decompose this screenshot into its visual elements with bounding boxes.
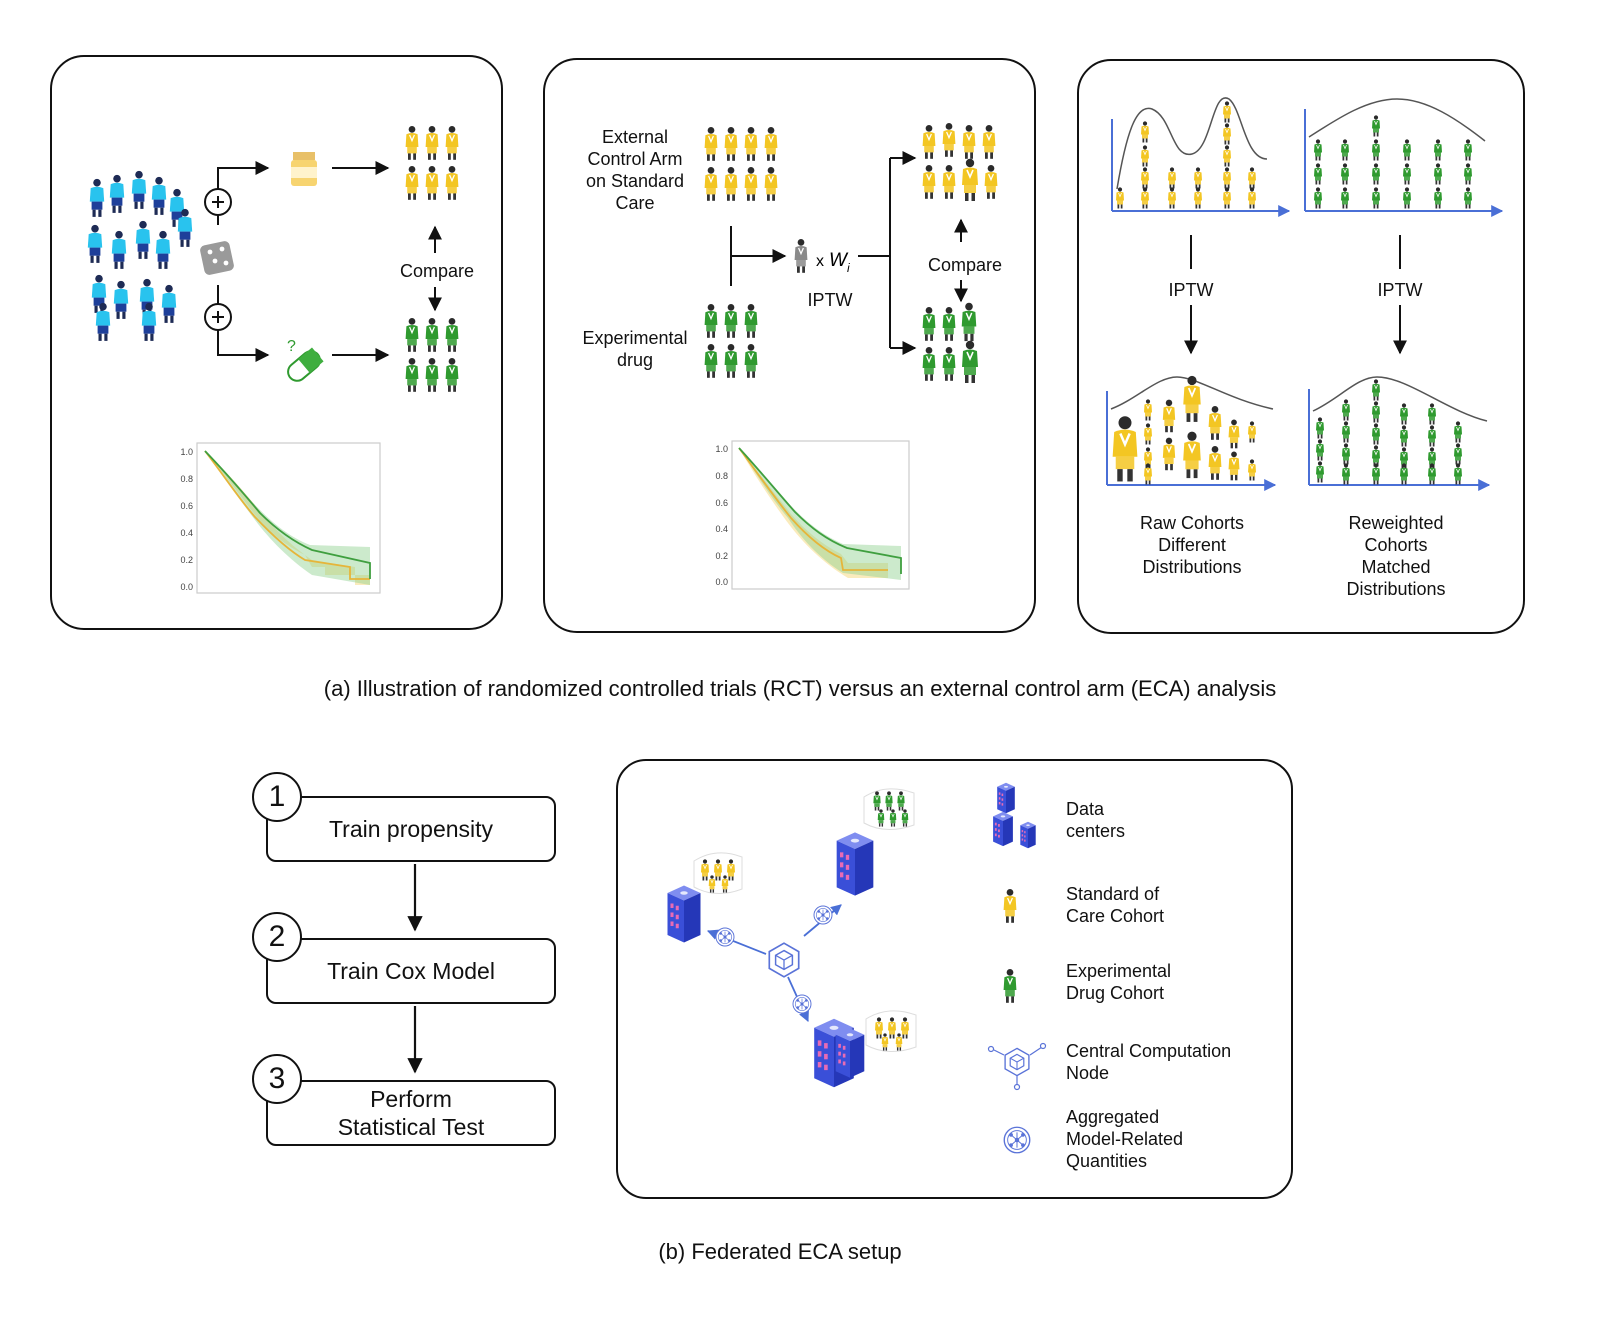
- legend-exp-cohort: Experimental Drug Cohort: [1066, 961, 1172, 1003]
- step-number-2: 2: [252, 912, 302, 962]
- iptw-label-left: IPTW: [1168, 280, 1214, 300]
- compare-label-rct: Compare: [399, 261, 475, 281]
- raw-cohorts-label: Raw Cohorts Different Distributions: [1139, 513, 1245, 577]
- step-number: 2: [268, 920, 286, 953]
- panel-distributions: [1077, 59, 1525, 634]
- plus-icon: [204, 188, 232, 216]
- km-tick-label: 0.8: [180, 474, 193, 484]
- caption-a: (a) Illustration of randomized controlle…: [323, 676, 1277, 701]
- data-center-icon: [997, 782, 1015, 814]
- legend-aggregated: Aggregated Model-Related Quantities: [1066, 1107, 1184, 1171]
- eca-label: External Control Arm on Standard Care: [585, 127, 685, 213]
- eca-diagram: x W i 1.0 0.8 0.6 0.4 0.2 0.0: [703, 122, 999, 590]
- capsule-icon: ?: [287, 338, 324, 382]
- central-node-icon: [1004, 1047, 1030, 1077]
- svg-text:?: ?: [287, 338, 296, 355]
- plus-icon: [204, 303, 232, 331]
- pill-bottle-icon: [291, 152, 317, 186]
- aggregated-quantities-icon: [715, 927, 735, 947]
- experimental-drug-label: Experimental drug: [582, 328, 688, 370]
- soc-group: [404, 125, 460, 201]
- cohort-bubble-exp: [863, 788, 915, 830]
- data-center-icon: [1020, 821, 1036, 849]
- weight-i-label: i: [847, 261, 850, 275]
- data-center-icon: [835, 1028, 865, 1078]
- aggregated-quantities-icon: [1003, 1126, 1031, 1154]
- exp-group: [404, 317, 460, 393]
- aggregated-quantities-icon: [792, 994, 812, 1014]
- cohort-bubble-soc-1: [693, 852, 743, 894]
- km-ticks-eca: 1.0 0.8 0.6 0.4 0.2 0.0: [715, 444, 728, 587]
- km-tick-label: 0.8: [715, 471, 728, 481]
- panel-federated: [616, 759, 1293, 1199]
- reweighted-soc-distribution: [1106, 375, 1277, 491]
- step-train-cox-model: Train Cox Model: [266, 938, 556, 1004]
- legend-soc-cohort: Standard of Care Cohort: [1066, 884, 1165, 926]
- step-arrows: [407, 864, 423, 1074]
- km-tick-label: 1.0: [715, 444, 728, 454]
- compare-label-eca: Compare: [927, 255, 1003, 275]
- eca-exp-group: [703, 303, 759, 379]
- experimental-person-icon: [1002, 968, 1018, 1004]
- km-tick-label: 0.2: [715, 551, 728, 561]
- eca-soc-group: [703, 126, 779, 202]
- aggregated-quantities-icon: [813, 905, 833, 925]
- eca-weighted-exp-group: [921, 302, 979, 384]
- reweighted-exp-distribution: [1308, 376, 1491, 491]
- step-number: 1: [268, 780, 286, 813]
- legend-central-node: Central Computation Node: [1066, 1041, 1232, 1083]
- eca-weighted-soc-group: [921, 122, 999, 202]
- km-tick-label: 0.6: [715, 498, 728, 508]
- dice-icon: [200, 241, 234, 275]
- step-label: Perform Statistical Test: [337, 1086, 485, 1140]
- iptw-label-right: IPTW: [1377, 280, 1423, 300]
- data-center-icon: [836, 832, 874, 896]
- data-center-icon: [667, 885, 701, 943]
- km-tick-label: 0.0: [180, 582, 193, 592]
- km-tick-label: 0.6: [180, 501, 193, 511]
- km-ticks-rct: 1.0 0.8 0.6 0.4 0.2 0.0: [180, 447, 193, 592]
- rct-crowd: [87, 170, 193, 341]
- km-tick-label: 0.2: [180, 555, 193, 565]
- weight-x-label: x: [816, 253, 824, 270]
- legend-data-centers: Data centers: [1066, 799, 1126, 841]
- rct-diagram: ? 1.0 0.8 0.6 0.4 0: [87, 125, 460, 594]
- step-number-1: 1: [252, 772, 302, 822]
- km-plot-rct: [196, 442, 381, 594]
- km-tick-label: 0.0: [715, 577, 728, 587]
- central-node-legend: [987, 1042, 1047, 1091]
- step-train-propensity: Train propensity: [266, 796, 556, 862]
- legend-icons: [987, 782, 1047, 1154]
- data-center-icon: [993, 811, 1013, 847]
- weight-w-label: W: [829, 250, 849, 271]
- iptw-label-eca: IPTW: [807, 290, 853, 310]
- km-plot-eca: [731, 440, 910, 590]
- km-tick-label: 1.0: [180, 447, 193, 457]
- raw-exp-distribution: [1304, 98, 1504, 217]
- step-label: Train Cox Model: [327, 958, 495, 984]
- raw-soc-distribution: [1111, 97, 1291, 217]
- standard-of-care-person-icon: [1002, 888, 1018, 924]
- weight-person-icon: [793, 238, 809, 274]
- federated-diagram: [667, 782, 1047, 1154]
- km-tick-label: 0.4: [180, 528, 193, 538]
- step-statistical-test: Perform Statistical Test: [266, 1080, 556, 1146]
- step-number: 3: [268, 1062, 286, 1095]
- central-node-icon: [768, 942, 800, 978]
- distributions-diagram: [1106, 97, 1504, 491]
- caption-b: (b) Federated ECA setup: [658, 1239, 902, 1264]
- reweighted-cohorts-label: Reweighted Cohorts Matched Distributions: [1346, 513, 1446, 599]
- km-tick-label: 0.4: [715, 524, 728, 534]
- step-label: Train propensity: [328, 816, 494, 842]
- cohort-bubble-soc-2: [865, 1010, 917, 1052]
- step-number-3: 3: [252, 1054, 302, 1104]
